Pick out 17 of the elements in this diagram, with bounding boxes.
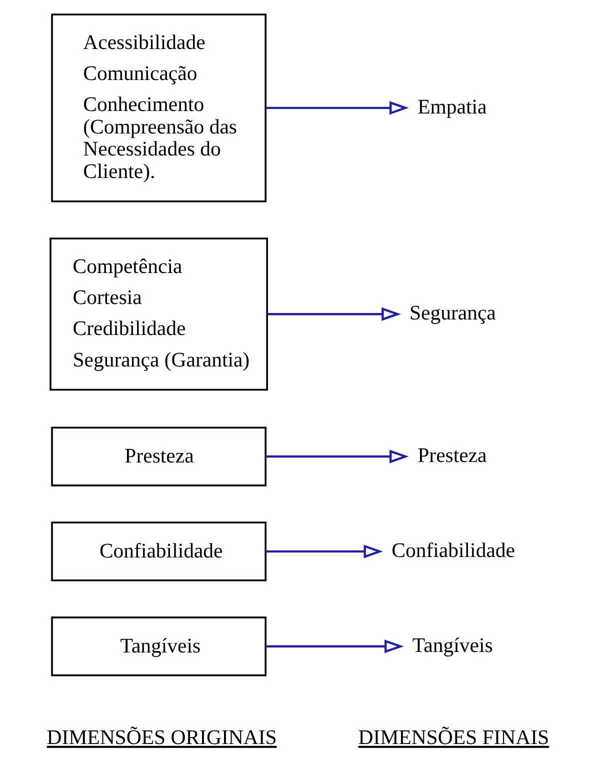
node-text: Presteza: [418, 444, 487, 467]
label: DIMENSÕES FINAIS: [358, 726, 550, 749]
node-box: Acessibilidade Comunicação Conhecimento (Compreensão das Necessidades do Cliente).: [51, 14, 266, 202]
node-box: Tangíveis: [51, 616, 266, 676]
arrow: [266, 544, 384, 558]
arrow: [266, 640, 404, 654]
arrow: [267, 307, 401, 321]
label: DIMENSÕES ORIGINAIS: [46, 726, 277, 749]
node-box: Confiabilidade: [51, 522, 266, 582]
node-text: Confiabilidade: [392, 540, 516, 562]
node-box: Competência Cortesia Credibilidade Segurança (Garantia): [50, 238, 268, 391]
node-text: Empatia: [418, 96, 487, 118]
arrow: [266, 450, 409, 464]
node-text: Tangíveis: [412, 634, 493, 657]
node-box: Presteza: [51, 426, 266, 486]
arrow: [266, 101, 409, 115]
node-text: Segurança: [409, 302, 496, 325]
